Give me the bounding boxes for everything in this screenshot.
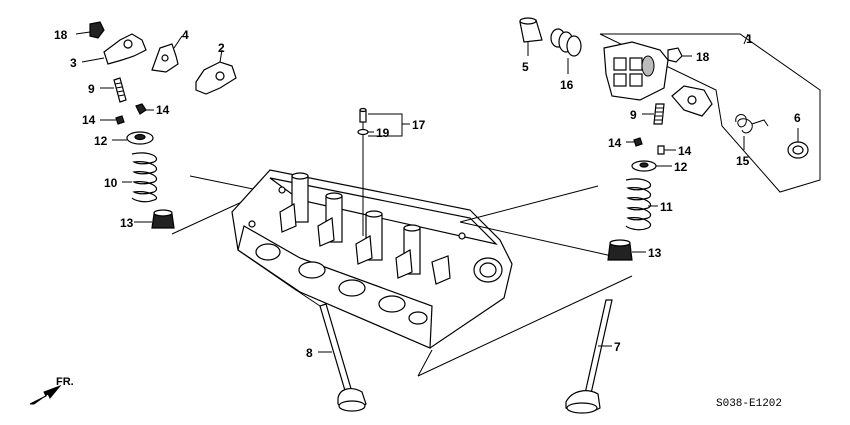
clip-14-left-a [100,115,125,125]
valve-spring-11 [625,178,658,231]
lock-nut-18-left [75,21,105,39]
clip-14-right-b [657,145,676,155]
callout-9-left: 9 [88,82,95,96]
valve-stem-seal-13-right [607,239,646,261]
collar-6 [787,128,809,159]
rocker-arm-right [671,85,713,117]
front-direction-arrow-icon [29,384,62,405]
callout-14-left-b: 14 [156,103,170,117]
front-direction-label: FR. [56,376,74,388]
rocker-arm-4 [151,35,183,73]
sleeve-5 [519,17,543,56]
lost-motion-spring-9-left [100,77,127,103]
callout-18-right: 18 [696,50,710,64]
intake-valve-7 [565,299,613,414]
dowel-pin-17 [359,107,367,236]
rocker-arm-3 [81,33,147,65]
callout-18-left: 18 [54,28,68,42]
spring-retainer-12-left [112,131,154,145]
callout-14-left-a: 14 [82,113,96,127]
callout-5: 5 [522,60,529,74]
callout-4: 4 [182,28,189,42]
rocker-arm-2 [195,49,237,95]
callout-14-right-a: 14 [608,136,622,150]
exhaust-valve-8 [318,303,367,412]
spring-15 [735,114,769,150]
callout-3: 3 [70,56,77,70]
callout-13-left: 13 [120,216,134,230]
cylinder-head [231,169,513,349]
callout-16: 16 [560,78,574,92]
callout-17: 17 [412,118,426,132]
callout-7: 7 [614,340,621,354]
callout-6: 6 [794,111,801,125]
callout-15: 15 [736,154,750,168]
callout-13-right: 13 [648,246,662,260]
callout-19: 19 [376,126,390,140]
clip-14-right-a [626,137,643,147]
callout-10: 10 [104,176,118,190]
diagram-code: S038-E1202 [716,398,782,410]
callout-11: 11 [660,200,673,214]
rocker-arm-assembly-1 [603,41,669,101]
callout-2: 2 [218,41,225,55]
callout-8: 8 [306,346,313,360]
o-ring-19 [357,128,369,136]
callout-1: 1 [746,32,753,46]
callout-12-right: 12 [674,160,688,174]
spring-retainer-12-right [631,160,672,172]
clip-14-left-b [135,103,154,115]
lost-motion-assembly-16 [550,28,582,74]
lock-nut-18-right [667,47,692,63]
callout-9-right: 9 [630,108,637,122]
callout-12-left: 12 [94,134,108,148]
valve-stem-seal-13-left [134,209,175,229]
callout-14-right-b: 14 [678,144,692,158]
valve-spring-10 [122,152,158,203]
lost-motion-spring-9-right [642,103,665,125]
